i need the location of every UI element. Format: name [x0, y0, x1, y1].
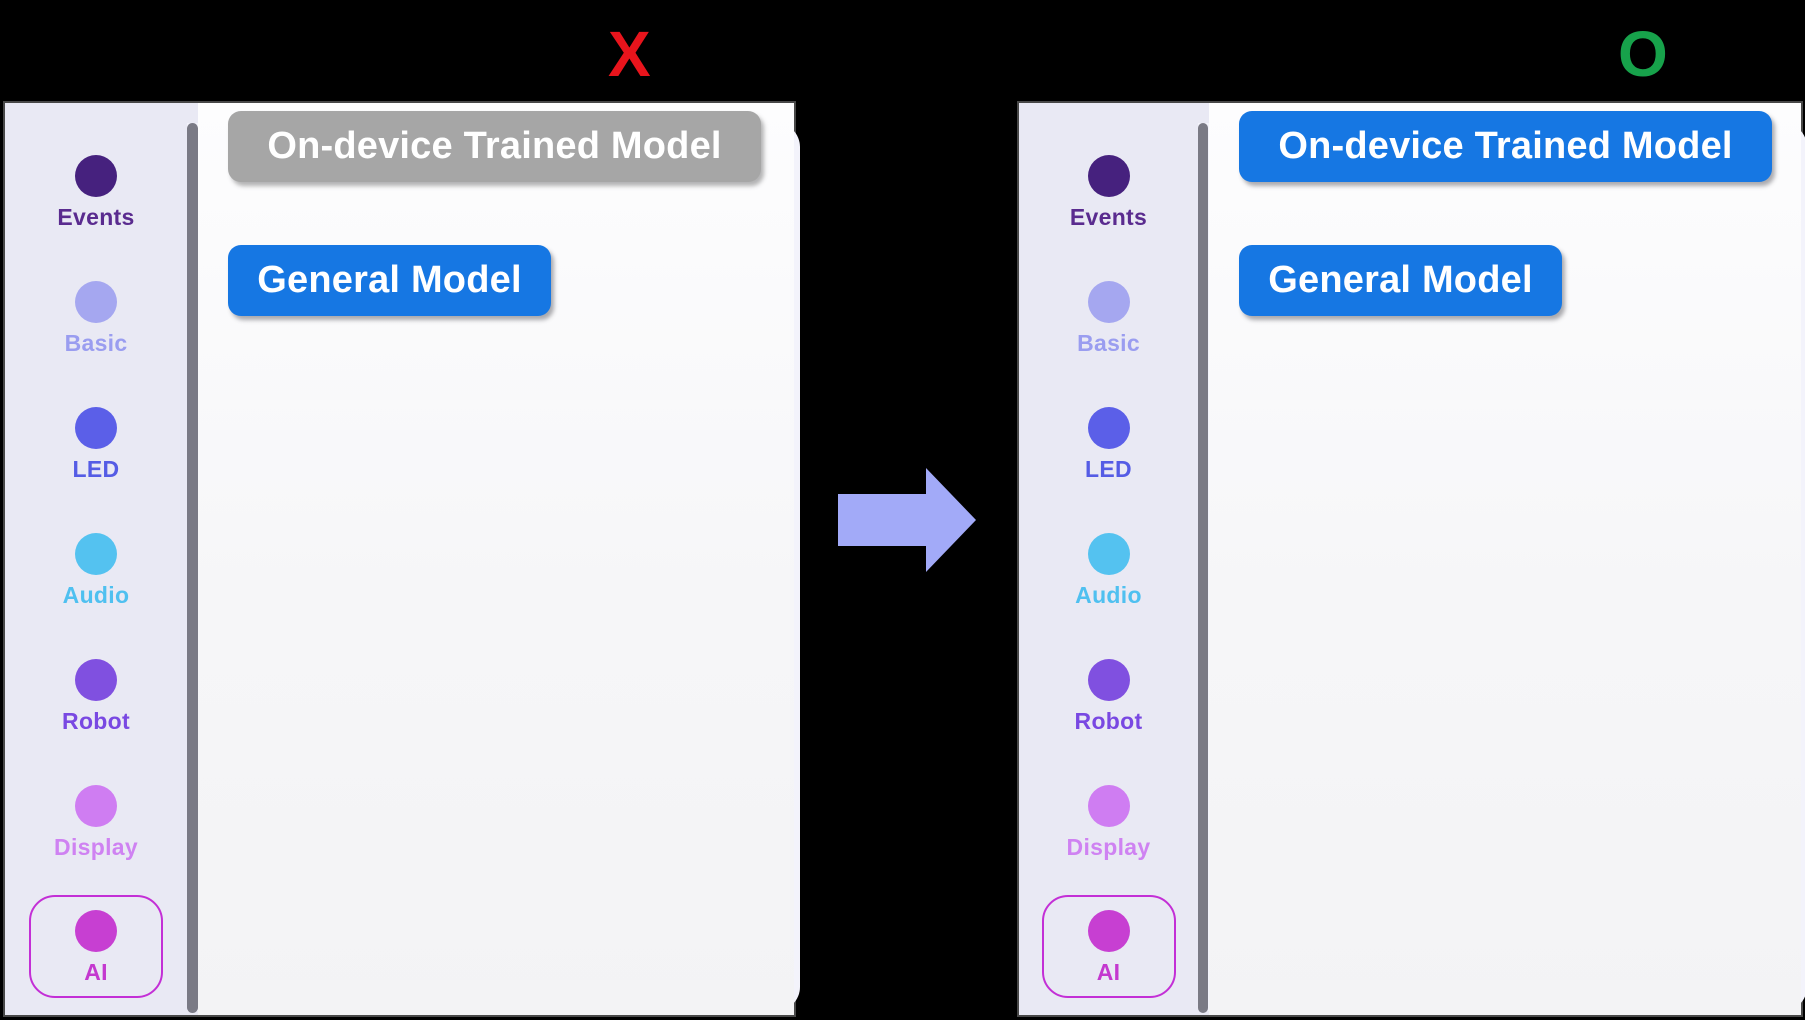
sidebar-item-label: Basic: [1077, 330, 1140, 356]
panel-before: Events Basic LED Audio Robot Display AI …: [3, 101, 800, 1017]
sidebar-item-robot[interactable]: Robot: [29, 659, 163, 733]
category-sidebar: Events Basic LED Audio Robot Display AI: [1019, 103, 1198, 1015]
sidebar-item-audio[interactable]: Audio: [1042, 533, 1176, 607]
sidebar-item-label: Display: [54, 834, 138, 860]
sidebar-item-robot[interactable]: Robot: [1042, 659, 1176, 733]
sidebar-item-label: AI: [84, 959, 108, 985]
sidebar-item-label: Events: [57, 204, 135, 230]
sidebar-item-ai[interactable]: AI: [1041, 895, 1176, 998]
category-dot-icon: [1087, 910, 1130, 952]
sidebar-item-label: Robot: [1074, 708, 1143, 734]
category-dot-icon: [1087, 785, 1130, 827]
sidebar-item-events[interactable]: Events: [29, 155, 163, 229]
sidebar-item-audio[interactable]: Audio: [29, 533, 163, 607]
category-dot-icon: [75, 407, 117, 449]
sidebar-item-label: AI: [1096, 959, 1121, 985]
sidebar-item-label: LED: [72, 456, 120, 482]
sidebar-item-display[interactable]: Display: [29, 785, 163, 859]
sidebar-item-label: Events: [1069, 204, 1148, 230]
panel-after: Events Basic LED Audio Robot Display AI …: [1017, 101, 1805, 1017]
sidebar-item-events[interactable]: Events: [1042, 155, 1176, 229]
general-model-button[interactable]: General Model: [228, 245, 551, 316]
sidebar-item-led[interactable]: LED: [29, 407, 163, 481]
category-dot-icon: [1087, 659, 1130, 701]
category-sidebar: Events Basic LED Audio Robot Display AI: [5, 103, 187, 1015]
category-dot-icon: [1087, 533, 1130, 575]
block-palette: On-device Trained Model General Model: [198, 103, 794, 1015]
general-model-button[interactable]: General Model: [1239, 245, 1562, 316]
sidebar-item-label: Display: [1066, 834, 1151, 860]
category-dot-icon: [1087, 281, 1130, 323]
sidebar-item-led[interactable]: LED: [1042, 407, 1176, 481]
sidebar-scrollbar[interactable]: [187, 123, 198, 1013]
sidebar-item-display[interactable]: Display: [1042, 785, 1176, 859]
correct-mark: O: [1618, 18, 1668, 90]
on-device-trained-model-button[interactable]: On-device Trained Model: [1239, 111, 1772, 182]
sidebar-item-label: Audio: [62, 582, 130, 608]
category-dot-icon: [75, 659, 117, 701]
sidebar-item-label: Basic: [64, 330, 128, 356]
sidebar-item-basic[interactable]: Basic: [1042, 281, 1176, 355]
sidebar-item-label: LED: [1085, 456, 1132, 482]
on-device-trained-model-button[interactable]: On-device Trained Model: [228, 111, 761, 182]
sidebar-item-label: Audio: [1075, 582, 1142, 608]
category-dot-icon: [75, 281, 117, 323]
sidebar-item-label: Robot: [62, 708, 130, 734]
block-palette: On-device Trained Model General Model: [1209, 103, 1801, 1015]
category-dot-icon: [1087, 407, 1130, 449]
wrong-mark: X: [608, 18, 651, 90]
category-dot-icon: [75, 155, 117, 197]
arrow-right-icon: [838, 468, 976, 572]
sidebar-scrollbar[interactable]: [1198, 123, 1208, 1013]
category-dot-icon: [75, 785, 117, 827]
sidebar-item-ai[interactable]: AI: [29, 895, 163, 998]
category-dot-icon: [75, 910, 117, 952]
category-dot-icon: [75, 533, 117, 575]
sidebar-item-basic[interactable]: Basic: [29, 281, 163, 355]
category-dot-icon: [1087, 155, 1130, 197]
